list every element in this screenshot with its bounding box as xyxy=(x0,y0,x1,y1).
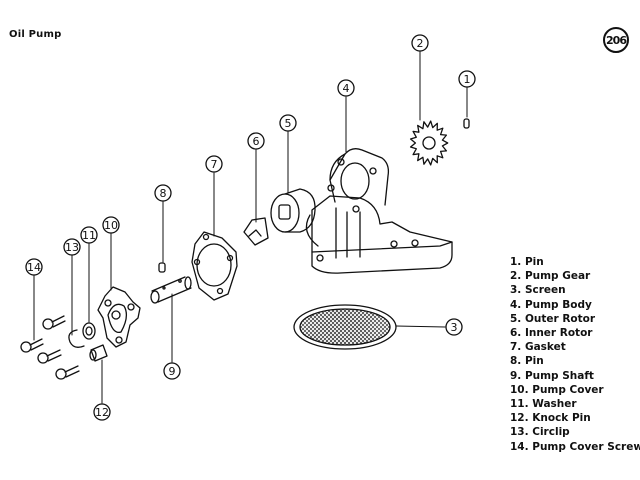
callout-circle xyxy=(247,132,265,150)
callout-number: 14 xyxy=(27,261,41,274)
legend-item: 6. Inner Rotor xyxy=(510,327,593,340)
callout-circle xyxy=(80,226,98,244)
callout-circle xyxy=(63,238,81,256)
legend-item: 9. Pump Shaft xyxy=(510,369,594,382)
callout-pump-shaft: 9 xyxy=(163,362,181,380)
callout-pump-cover: 10 xyxy=(102,216,120,234)
callout-circle xyxy=(154,184,172,202)
callout-number: 3 xyxy=(451,321,458,334)
part-screen xyxy=(293,304,397,350)
legend-item: 1. Pin xyxy=(510,256,544,268)
part-washer xyxy=(82,322,96,340)
callout-number: 2 xyxy=(417,37,424,50)
part-pump-cover-screws xyxy=(20,315,80,380)
callout-number: 1 xyxy=(464,73,471,86)
callout-outer-rotor: 5 xyxy=(279,114,297,132)
callout-pin: 1 xyxy=(458,70,476,88)
callout-gasket: 7 xyxy=(205,155,223,173)
part-outer-rotor xyxy=(270,188,316,233)
part-knock-pin xyxy=(89,344,108,362)
legend-item: 14. Pump Cover Screw xyxy=(510,440,640,453)
callout-number: 6 xyxy=(253,135,260,148)
callout-circle xyxy=(279,114,297,132)
legend-item: 3. Screen xyxy=(510,284,566,297)
callout-number: 10 xyxy=(104,219,118,232)
callout-circle xyxy=(445,318,463,336)
callout-circle xyxy=(411,34,429,52)
legend-item: 13. Circlip xyxy=(510,426,570,439)
legend-item: 12. Knock Pin xyxy=(510,412,591,425)
legend-item: 8. Pin xyxy=(510,355,544,368)
callout-inner-rotor: 6 xyxy=(247,132,265,150)
callout-pump-gear: 2 xyxy=(411,34,429,52)
part-pump-cover xyxy=(97,286,141,348)
legend-item: 10. Pump Cover xyxy=(510,383,604,396)
legend-item: 2. Pump Gear xyxy=(510,270,591,283)
legend-item: 11. Washer xyxy=(510,398,577,411)
callout-knock-pin: 12 xyxy=(93,403,111,421)
callout-circle xyxy=(102,216,120,234)
callout-pump-body: 4 xyxy=(337,79,355,97)
diagram-title: Oil Pump xyxy=(9,29,62,40)
callout-circle xyxy=(205,155,223,173)
part-gasket xyxy=(191,231,238,301)
callout-number: 13 xyxy=(65,241,79,254)
callout-circle xyxy=(25,258,43,276)
callout-washer: 11 xyxy=(80,226,98,244)
legend-item: 4. Pump Body xyxy=(510,298,592,311)
callout-number: 4 xyxy=(343,82,350,95)
callout-circle xyxy=(163,362,181,380)
part-inner-rotor xyxy=(243,217,269,246)
callout-number: 5 xyxy=(285,117,292,130)
callout-pump-cover-screw: 14 xyxy=(25,258,43,276)
part-pump-body xyxy=(305,148,453,274)
callout-number: 12 xyxy=(95,406,109,419)
part-pin-1 xyxy=(463,118,470,129)
callout-number: 9 xyxy=(169,365,176,378)
legend-item: 5. Outer Rotor xyxy=(510,312,596,325)
page-number-badge: 206 xyxy=(603,27,629,53)
callout-pin: 8 xyxy=(154,184,172,202)
callout-number: 7 xyxy=(211,158,218,171)
callout-screen: 3 xyxy=(445,318,463,336)
part-circlip xyxy=(68,329,85,348)
callout-circle xyxy=(458,70,476,88)
callout-circle xyxy=(93,403,111,421)
callout-circlip: 13 xyxy=(63,238,81,256)
callout-circle xyxy=(337,79,355,97)
part-pump-shaft xyxy=(150,276,192,304)
parts-legend: 1. Pin 2. Pump Gear 3. Screen 4. Pump Bo… xyxy=(510,255,640,454)
part-pin-8 xyxy=(158,262,166,273)
callout-number: 8 xyxy=(160,187,167,200)
legend-item: 7. Gasket xyxy=(510,341,566,354)
leader-lines xyxy=(33,50,468,404)
part-pump-gear xyxy=(409,120,449,166)
callout-number: 11 xyxy=(82,229,96,242)
